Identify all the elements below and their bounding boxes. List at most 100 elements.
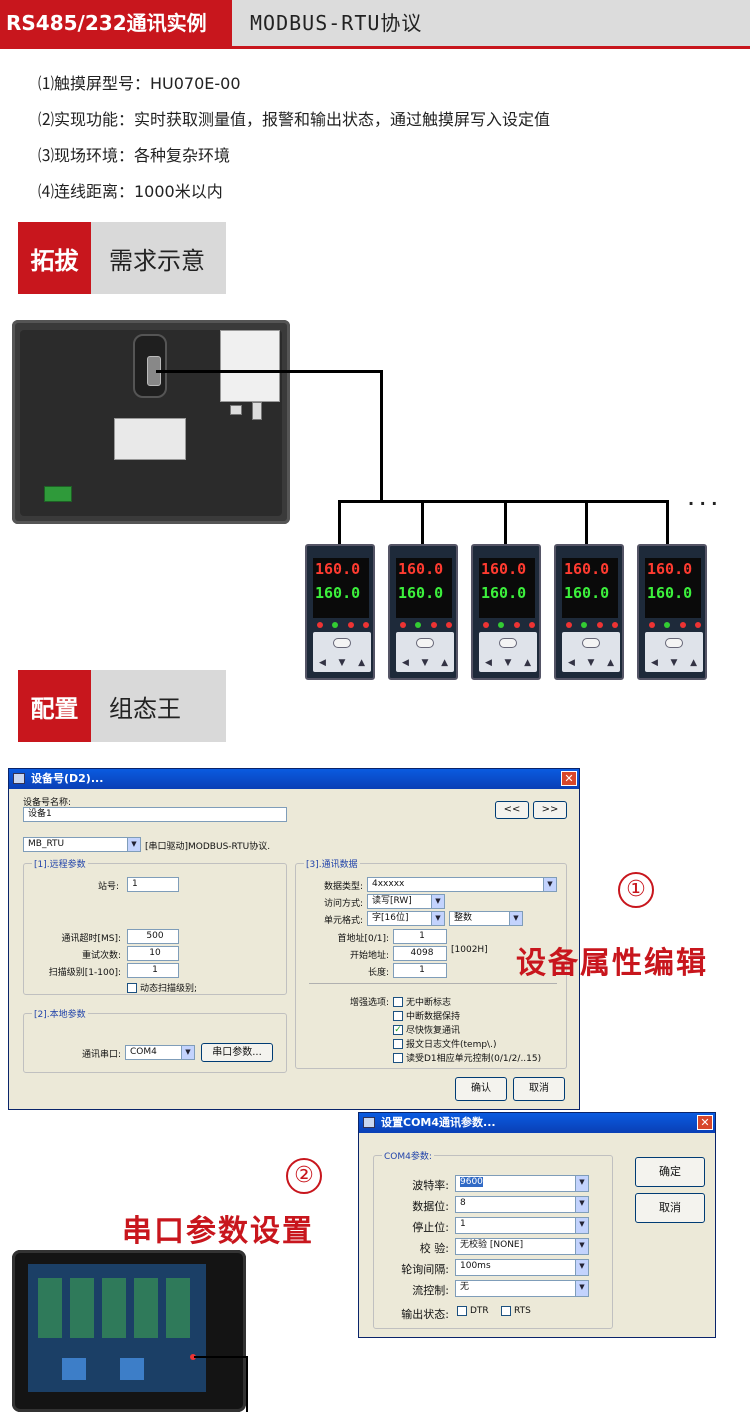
dialog-title: 设置COM4通讯参数...	[381, 1116, 496, 1129]
option-checkbox[interactable]: 无中断标志	[393, 995, 451, 1008]
remote-params-group: [1].远程参数	[23, 857, 287, 995]
hmi-port-housing	[133, 334, 167, 398]
poll-select[interactable]: 100ms▼	[455, 1259, 589, 1276]
prev-device-button[interactable]: <<	[495, 801, 529, 819]
stopbits-select-value: 1	[460, 1219, 466, 1229]
usb-b-port-icon	[230, 405, 242, 415]
unit-select-value: 字[16位]	[372, 913, 409, 923]
flow-label: 流控制:	[412, 1284, 449, 1297]
pv-readout: 160.0	[647, 560, 693, 578]
sv-readout: 160.0	[398, 584, 444, 602]
option-checkbox[interactable]: 中断数据保持	[393, 1009, 460, 1022]
sv-readout: 160.0	[647, 584, 693, 602]
cancel-button[interactable]: 取消	[635, 1193, 705, 1223]
chevron-down-icon: ▼	[181, 1046, 194, 1059]
dtr-checkbox[interactable]: DTR	[457, 1306, 489, 1316]
length-input[interactable]: 1	[393, 963, 447, 978]
power-terminal-icon	[44, 486, 72, 502]
checkbox-label: 无中断标志	[406, 998, 452, 1008]
rts-checkbox[interactable]: RTS	[501, 1306, 531, 1316]
baud-select-value: 9600	[460, 1177, 483, 1187]
driver-select[interactable]: MB_RTU▼	[23, 837, 141, 852]
stopbits-label: 停止位:	[412, 1221, 449, 1234]
unit-select[interactable]: 字[16位]▼	[367, 911, 445, 926]
section-tag-red: 配置	[18, 670, 91, 742]
device-name-input[interactable]: 设备1	[23, 807, 287, 822]
more-devices-ellipsis: · · ·	[688, 494, 718, 513]
station-input[interactable]: 1	[127, 877, 179, 892]
next-device-button[interactable]: >>	[533, 801, 567, 819]
caption-device-properties: 设备属性编辑	[516, 946, 708, 981]
spec-item: ⑴触摸屏型号：HU070E-00	[38, 74, 241, 93]
numtype-select[interactable]: 整数▼	[449, 911, 523, 926]
dialog-titlebar: 设备号(D2)... ✕	[9, 769, 579, 789]
baud-select[interactable]: 9600▼	[455, 1175, 589, 1192]
local-params-group: [2].本地参数	[23, 1007, 287, 1073]
port-select[interactable]: COM4 ▼	[125, 1045, 195, 1060]
chevron-down-icon: ▼	[575, 1239, 588, 1254]
dialog-title: 设备号(D2)...	[31, 772, 104, 785]
parity-select[interactable]: 无校验 [NONE] ▼	[455, 1238, 589, 1255]
hmi-sticker	[220, 330, 280, 402]
app-icon	[13, 773, 25, 784]
parity-label: 校 验:	[419, 1242, 449, 1255]
numtype-select-value: 整数	[454, 913, 473, 923]
access-select-value: 读写[RW]	[372, 896, 412, 906]
scan-input[interactable]: 1	[127, 963, 179, 978]
scan-label: 扫描级别[1-100]:	[48, 968, 121, 978]
retry-input[interactable]: 10	[127, 946, 179, 961]
check-icon: ✓	[393, 1024, 403, 1035]
chevron-down-icon: ▼	[575, 1218, 588, 1233]
flow-select[interactable]: 无▼	[455, 1280, 589, 1297]
close-icon[interactable]: ✕	[561, 771, 577, 786]
confirm-button[interactable]: 确认	[455, 1077, 507, 1101]
firstaddr-input[interactable]: 1	[393, 929, 447, 944]
com-params-group: COM4参数:	[373, 1149, 613, 1329]
device-name-label: 设备号名称:	[23, 798, 72, 808]
stopbits-select[interactable]: 1▼	[455, 1217, 589, 1234]
dtype-select[interactable]: 4xxxxx▼	[367, 877, 557, 892]
databits-select[interactable]: 8▼	[455, 1196, 589, 1213]
unit-label: 单元格式:	[323, 916, 363, 926]
port-params-button[interactable]: 串口参数...	[201, 1043, 273, 1062]
firstaddr-label: 首地址[0/1]:	[337, 934, 389, 944]
port-select-value: COM4	[130, 1047, 157, 1057]
enhance-label: 增强选项:	[349, 998, 389, 1008]
close-icon[interactable]: ✕	[697, 1115, 713, 1130]
app-icon	[363, 1117, 375, 1128]
option-checkbox[interactable]: 报文日志文件(temp\.)	[393, 1037, 496, 1050]
device-dialog: 设备号(D2)... ✕ 设备号名称: 设备1 << >> MB_RTU▼ [串…	[8, 768, 580, 1110]
chevron-down-icon: ▼	[431, 895, 444, 908]
usb-a-port-icon	[252, 402, 262, 420]
cancel-button[interactable]: 取消	[513, 1077, 565, 1101]
databits-label: 数据位:	[412, 1200, 449, 1213]
option-checkbox[interactable]: ✓尽快恢复通讯	[393, 1023, 460, 1036]
pv-readout: 160.0	[398, 560, 444, 578]
dtype-select-value: 4xxxxx	[372, 879, 405, 889]
screen-button-icon	[62, 1358, 86, 1380]
driver-description: [串口驱动]MODBUS-RTU协议.	[145, 842, 271, 852]
spec-item: ⑷连线距离：1000米以内	[38, 182, 223, 201]
chevron-down-icon: ▼	[575, 1281, 588, 1296]
parity-select-value: 无校验 [NONE]	[460, 1240, 524, 1250]
startaddr-hint: [1002H]	[451, 945, 488, 955]
dynamic-scan-checkbox[interactable]: 动态扫描级别;	[127, 981, 197, 994]
checkbox-label: DTR	[470, 1306, 489, 1316]
option-checkbox[interactable]: 读受D1相应单元控制(0/1/2/..15)	[393, 1051, 541, 1064]
dialog-titlebar: 设置COM4通讯参数... ✕	[359, 1113, 715, 1133]
group-title: [1].远程参数	[32, 857, 88, 870]
bus-wire	[338, 500, 668, 503]
length-label: 长度:	[367, 968, 389, 978]
chevron-down-icon: ▼	[127, 838, 140, 851]
ok-button[interactable]: 确定	[635, 1157, 705, 1187]
com-params-dialog: 设置COM4通讯参数... ✕ COM4参数: 波特率: 9600▼ 数据位: …	[358, 1112, 716, 1338]
checkbox-label: 中断数据保持	[406, 1012, 461, 1022]
access-select[interactable]: 读写[RW] ▼	[367, 894, 445, 909]
timeout-input[interactable]: 500	[127, 929, 179, 944]
chevron-down-icon: ▼	[575, 1197, 588, 1212]
group-title: [3].通讯数据	[304, 857, 360, 870]
section-tag-gray: 需求示意	[91, 222, 226, 294]
startaddr-input[interactable]: 4098	[393, 946, 447, 961]
poll-select-value: 100ms	[460, 1261, 491, 1271]
